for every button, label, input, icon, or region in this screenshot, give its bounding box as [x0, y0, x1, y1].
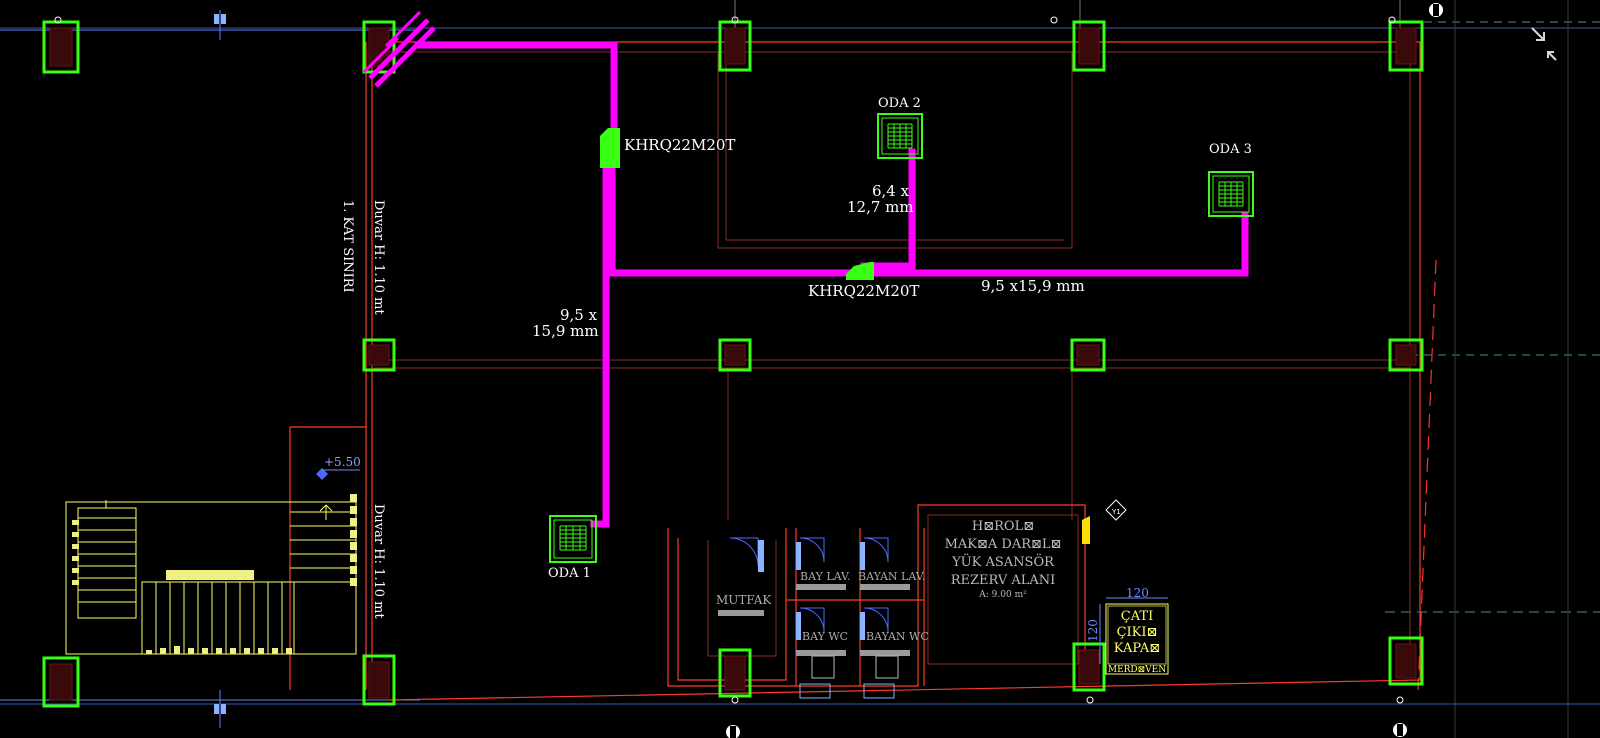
elevator-label-line1: H⊠ROL⊠: [972, 519, 1034, 534]
wall-height-label-top: Duvar H: 1.10 mt: [371, 200, 386, 315]
level-marker-label: +5.50: [324, 455, 361, 469]
column-e1: [1388, 20, 1424, 72]
column-a3: [42, 656, 80, 708]
refrigerant-piping[interactable]: [362, 10, 1249, 528]
unit-model-label-mid: KHRQ22M20T: [808, 282, 919, 300]
column-c1: [718, 20, 752, 72]
room-label-men-wc: BAY WC: [802, 630, 848, 643]
roof-exit-line1: ÇATI: [1121, 609, 1153, 624]
elevator-label-line2: MAK⊠A DAR⊠L⊠: [945, 537, 1062, 552]
column-b3: [362, 654, 396, 706]
room-label-oda3: ODA 3: [1209, 142, 1252, 157]
column-c3: [718, 648, 752, 698]
pipe-size-branch-b: 12,7 mm: [847, 198, 914, 216]
pipe-size-main-vertical-b: 15,9 mm: [532, 322, 599, 340]
room-label-oda1: ODA 1: [548, 566, 591, 581]
pipe-main-horizontal: [608, 146, 1249, 277]
room-label-oda2: ODA 2: [878, 96, 921, 111]
axis-tag-label: Y1: [1111, 508, 1121, 516]
walls: [289, 41, 1421, 701]
pipe-branch-oda2: [860, 148, 916, 270]
floor-limit-label: 1. KAT SINIRI: [340, 200, 355, 293]
column-e2: [1388, 338, 1424, 372]
indoor-unit-oda2[interactable]: [877, 113, 923, 159]
elevator-area-label: A: 9.00 m²: [978, 590, 1027, 600]
pipe-riser-segment: [414, 41, 618, 154]
collapse-arrows-icon[interactable]: [1531, 27, 1557, 61]
unit-model-label-top: KHRQ22M20T: [624, 136, 735, 154]
room-label-kitchen: MUTFAK: [716, 593, 772, 607]
roof-dimension-width: 120: [1126, 586, 1149, 600]
roof-exit-line4: MERD⊠VEN: [1108, 665, 1166, 675]
room-label-women-wc: BAYAN WC: [866, 630, 929, 643]
pipe-main-vertical: [590, 146, 610, 528]
room-label-women-lav: BAYAN LAV.: [858, 570, 925, 583]
column-c2: [718, 338, 752, 372]
pipe-size-main-vertical-a: 9,5 x: [560, 306, 598, 324]
pipe-size-branch-a: 6,4 x: [872, 182, 910, 200]
wall-height-label-bottom: Duvar H: 1.10 mt: [371, 504, 386, 619]
roof-exit-line2: ÇIKI⊠: [1117, 625, 1158, 640]
axis-markers: [54, 3, 1443, 738]
column-d3: [1072, 642, 1106, 692]
structural-columns: [42, 20, 1424, 708]
roof-dimension-height: 120: [1086, 619, 1100, 642]
roof-exit-box: [1099, 597, 1169, 675]
elevator-label-line3: YÜK ASANSÖR: [951, 553, 1055, 570]
room-label-men-lav: BAY LAV.: [800, 570, 851, 583]
roof-exit-line3: KAPA⊠: [1114, 641, 1160, 656]
column-b2: [362, 338, 396, 372]
indoor-unit-oda1[interactable]: [549, 515, 597, 563]
sanitary-fixtures: [718, 537, 910, 699]
column-e3: [1388, 636, 1424, 686]
elevator-label-line4: REZERV ALANI: [951, 573, 1056, 588]
column-a1: [42, 20, 80, 74]
column-d1: [1072, 20, 1106, 72]
branch-joint-mid[interactable]: [846, 262, 874, 280]
pipe-size-main-horizontal: 9,5 x15,9 mm: [981, 277, 1085, 295]
column-d2: [1070, 338, 1106, 372]
indoor-unit-oda3[interactable]: [1208, 171, 1254, 217]
branch-joint-top[interactable]: [600, 128, 620, 168]
staircase: [65, 494, 357, 655]
